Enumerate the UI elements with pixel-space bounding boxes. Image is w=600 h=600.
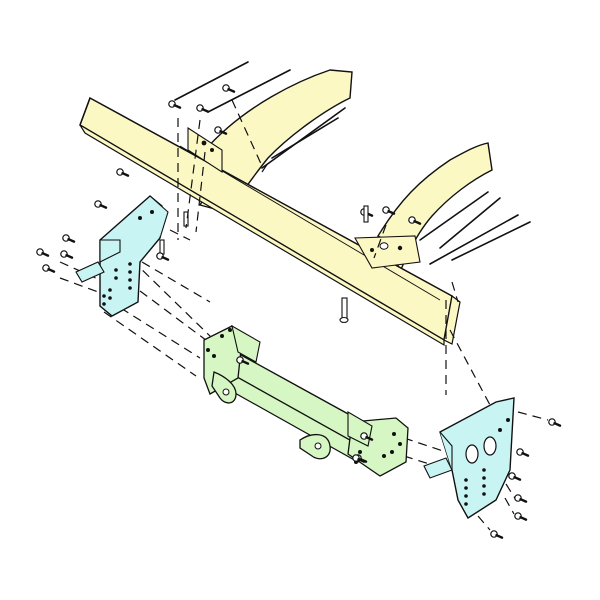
- hitch-crossbar: [203, 324, 409, 477]
- left-rail-plate: [187, 126, 223, 174]
- mount-bracket-right: [423, 397, 515, 519]
- frame-crossmember: [79, 96, 461, 347]
- mount-bracket-left: [75, 195, 169, 317]
- threaded-rods: [174, 61, 531, 265]
- right-rail-plate: [354, 235, 421, 269]
